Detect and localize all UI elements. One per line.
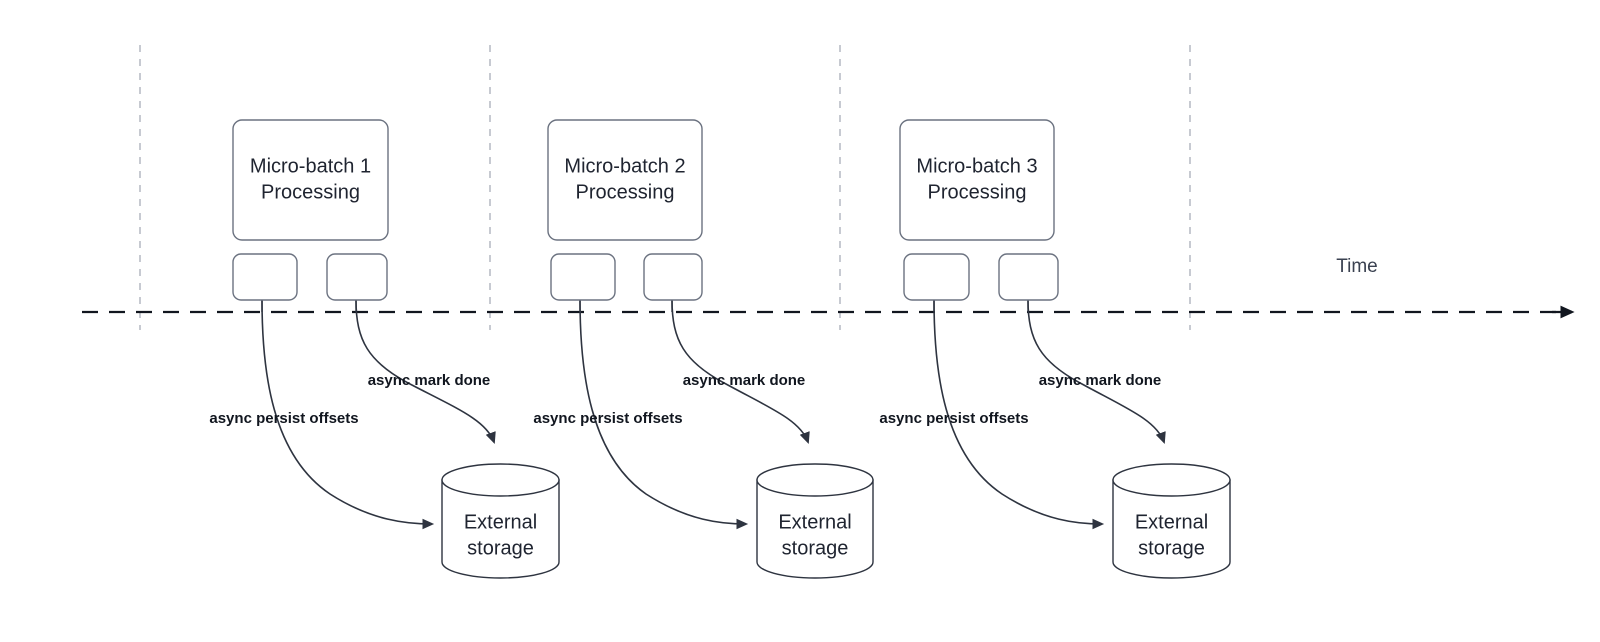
external-storage-label-line1: External (464, 511, 537, 533)
async-mark-done-arrow (1027, 299, 1166, 445)
micro-batch-processing-box[interactable] (899, 119, 1055, 241)
task-box-1a[interactable] (232, 253, 298, 301)
time-axis-label: Time (1336, 256, 1378, 277)
async-persist-offsets-arrow (261, 299, 435, 530)
micro-batch-label-line2: Processing (576, 181, 675, 203)
micro-batch-label-line2: Processing (261, 181, 360, 203)
micro-batch-processing-box[interactable] (547, 119, 703, 241)
external-storage-cylinder[interactable]: External storage (441, 463, 560, 579)
async-mark-done-label: async mark done (683, 372, 806, 389)
micro-batch-label-line1: Micro-batch 2 (564, 155, 685, 177)
external-storage-cylinder[interactable]: External storage (1112, 463, 1231, 579)
async-persist-offsets-arrow (579, 299, 749, 530)
cylinder-top-ellipse (1112, 463, 1231, 497)
async-persist-offsets-label: async persist offsets (209, 410, 358, 427)
task-box-2a[interactable] (550, 253, 616, 301)
external-storage-cylinder[interactable]: External storage (756, 463, 874, 579)
micro-batch-label-line1: Micro-batch 3 (916, 155, 1037, 177)
task-box-2b[interactable] (643, 253, 703, 301)
cylinder-body (756, 479, 874, 579)
async-mark-done-arrow (355, 299, 496, 445)
micro-batch-label-line1: Micro-batch 1 (250, 155, 371, 177)
external-storage-label-line2: storage (467, 537, 534, 559)
external-storage-label-line2: storage (782, 537, 849, 559)
cylinder-body (1112, 479, 1231, 579)
task-box-1b[interactable] (326, 253, 388, 301)
async-persist-offsets-label: async persist offsets (533, 410, 682, 427)
cylinder-body (441, 479, 560, 579)
task-box-3a[interactable] (903, 253, 970, 301)
async-persist-offsets-label: async persist offsets (879, 410, 1028, 427)
micro-batch-label-line2: Processing (928, 181, 1027, 203)
task-box-3b[interactable] (998, 253, 1059, 301)
async-mark-done-arrow (671, 299, 810, 445)
cylinder-top-ellipse (441, 463, 560, 497)
external-storage-label-line1: External (1135, 511, 1208, 533)
tick-lines-group (139, 45, 1191, 330)
async-mark-done-label: async mark done (368, 372, 491, 389)
external-storage-label-line2: storage (1138, 537, 1205, 559)
async-persist-offsets-arrow (933, 299, 1105, 530)
timeline-axis-group: Time (82, 256, 1575, 319)
micro-batch-processing-box[interactable] (232, 119, 389, 241)
async-mark-done-label: async mark done (1039, 372, 1162, 389)
external-storage-label-line1: External (778, 511, 851, 533)
cylinder-top-ellipse (756, 463, 874, 497)
